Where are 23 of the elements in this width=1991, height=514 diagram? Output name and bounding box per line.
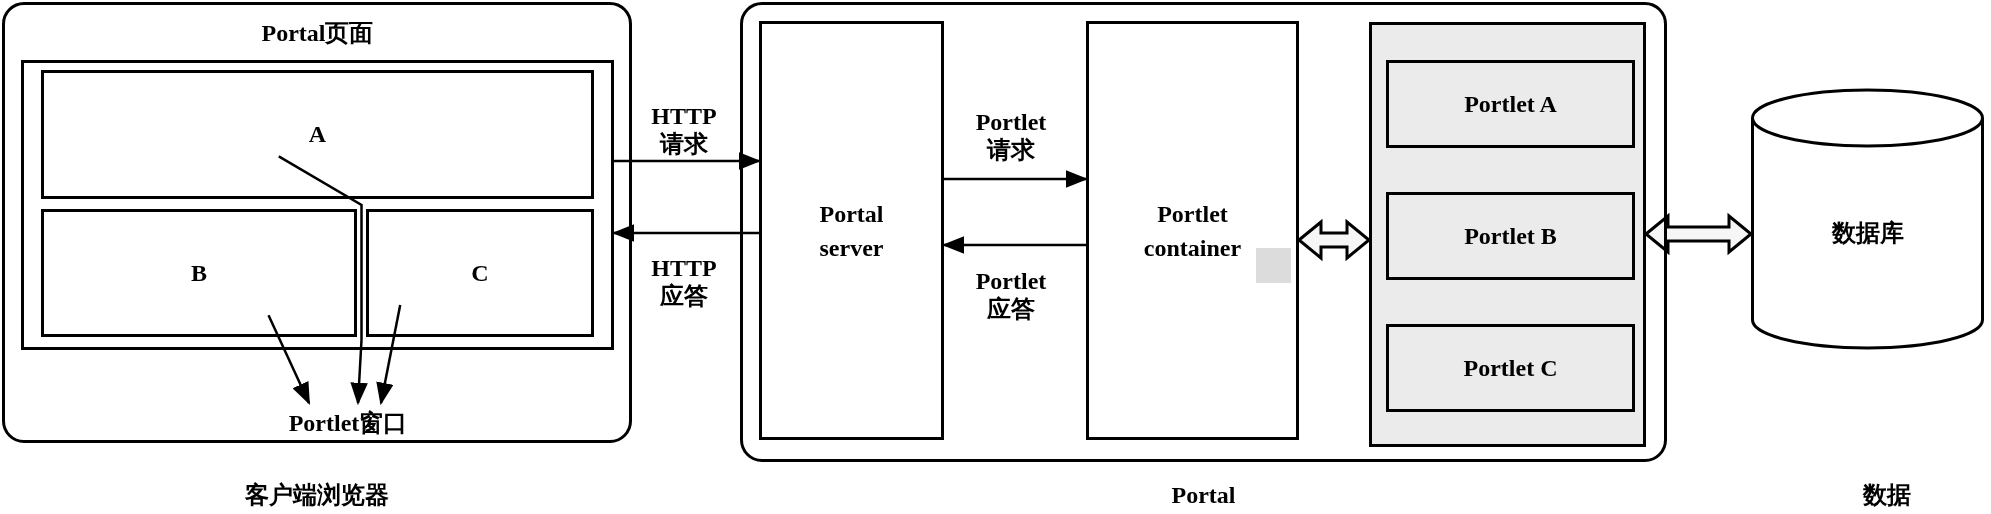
double-arrow <box>1296 218 1372 262</box>
database-label: 数据库 <box>1830 219 1905 248</box>
arrow <box>614 152 761 170</box>
portlet-box: Portlet B <box>1386 192 1635 280</box>
portlet-box: Portlet A <box>1386 60 1635 148</box>
arrow <box>267 314 311 405</box>
portlet-region: C <box>366 209 594 337</box>
arrow <box>612 224 759 242</box>
arrow <box>944 170 1088 188</box>
portlet-box: Portlet C <box>1386 324 1635 412</box>
arrow <box>375 304 402 405</box>
portlet-panel <box>1369 22 1646 447</box>
frame-heading: 客户端浏览器 <box>244 481 390 510</box>
caption: 数据 <box>1861 481 1912 510</box>
window-label: Portlet窗口 <box>258 407 438 439</box>
double-arrow <box>1643 212 1754 256</box>
frame-heading: Portal <box>1170 481 1237 510</box>
frame-heading: Portal页面 <box>260 19 375 48</box>
portlet-region: B <box>41 209 357 337</box>
arrow <box>942 236 1086 254</box>
portlet-region: A <box>41 70 594 199</box>
container-box: Portlet container <box>1086 21 1299 440</box>
server-box: Portal server <box>759 21 944 440</box>
